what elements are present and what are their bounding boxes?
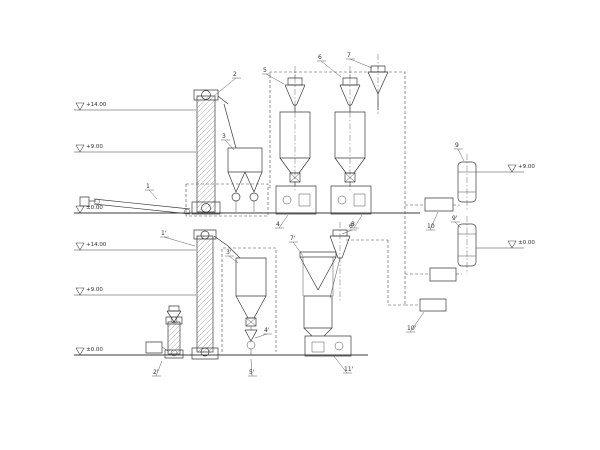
equipment-number-label: 9 [455,142,459,149]
cyclone-bin-unit-a [275,65,317,215]
discharge-valve-4p [245,330,257,355]
equipment-number-label: 3' [226,249,232,256]
fan-box-10b [430,268,456,281]
cyclone-bin-unit-b [330,65,372,215]
elevation-label: +14.00 [86,242,107,248]
elevation-label: ±0.00 [518,240,535,246]
elevation-label: +14.00 [86,102,107,108]
equipment-number-label: 4 [276,221,280,228]
equipment-number-label: 1 [146,183,150,190]
equipment-number-label: 1' [161,230,167,237]
elevation-label: +9.00 [86,287,103,293]
bucket-elevator-2 [192,90,236,214]
elevation-label: ±0.00 [86,347,103,353]
equipment-number-label: 8 [351,221,355,228]
equipment-number-label: 5' [249,369,255,376]
cyclone-7 [368,54,388,114]
equipment-number-label: 6 [318,54,322,61]
small-elevator-2p [146,306,183,358]
equipment-number-label: 6' [349,223,355,230]
equipment-number-label: 10 [427,223,435,230]
bin-3p [236,258,266,330]
elevation-label: +9.00 [86,144,103,150]
equipment-number-label: 7' [290,235,296,242]
bucket-elevator-1p [192,230,240,359]
elevation-label: +9.00 [518,164,535,170]
equipment-number-label: 2 [233,71,237,78]
surge-bin-3 [228,148,262,212]
equipment-number-label: 10' [407,325,417,332]
equipment-number-label: 9' [452,215,458,222]
elevation-label: ±0.00 [86,205,103,211]
cyclone-6p [330,222,350,302]
equipment-number-label: 3 [222,133,226,140]
fan-box-10 [425,198,453,211]
equipment-number-label: 7 [347,52,351,59]
airlock-cylinder-9 [458,154,476,210]
fan-box-10p [420,299,446,311]
packer-11p [305,336,351,356]
hopper-7p [300,252,336,336]
pneumatic-duct-network [186,66,462,352]
equipment-number-label: 5 [263,67,267,74]
equipment-number-label: 11' [344,366,354,373]
equipment-number-label: 4' [264,327,270,334]
elevation-markers: +14.00 +9.00 ±0.00 +14.00 +9.00 ±0.00 +9.00 ±0.… [74,102,535,355]
inclined-conveyor-1 [80,197,190,214]
equipment-labels: 1 2 3 5 6 7 4 8 9 9' 10 10' 1' 3' 4' 5' 2' 7' 6' 11' [145,52,464,376]
equipment-number-label: 2' [153,369,159,376]
airlock-cylinder-9p [458,216,476,274]
